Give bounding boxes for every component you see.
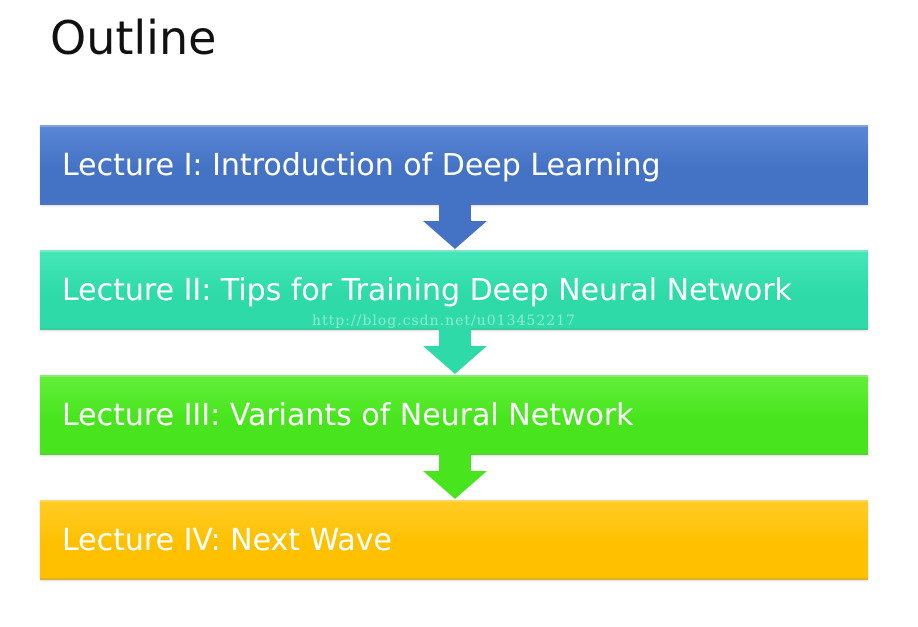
arrow-shape <box>423 453 487 499</box>
step-box-lecture-2: Lecture II: Tips for Training Deep Neura… <box>40 250 868 330</box>
step-label: Lecture IV: Next Wave <box>62 522 392 558</box>
down-arrow-icon <box>423 203 487 249</box>
watermark: http://blog.csdn.net/u013452217 <box>312 313 576 329</box>
arrow-shape <box>423 203 487 249</box>
down-arrow-icon <box>423 453 487 499</box>
step-box-lecture-3: Lecture III: Variants of Neural Network <box>40 375 868 455</box>
slide-title: Outline <box>50 11 217 65</box>
step-label: Lecture III: Variants of Neural Network <box>62 397 634 433</box>
arrow-shape <box>423 328 487 374</box>
step-box-lecture-4: Lecture IV: Next Wave <box>40 500 868 580</box>
down-arrow-icon <box>423 328 487 374</box>
step-label: Lecture II: Tips for Training Deep Neura… <box>62 272 792 308</box>
step-label: Lecture I: Introduction of Deep Learning <box>62 147 661 183</box>
step-box-lecture-1: Lecture I: Introduction of Deep Learning <box>40 125 868 205</box>
